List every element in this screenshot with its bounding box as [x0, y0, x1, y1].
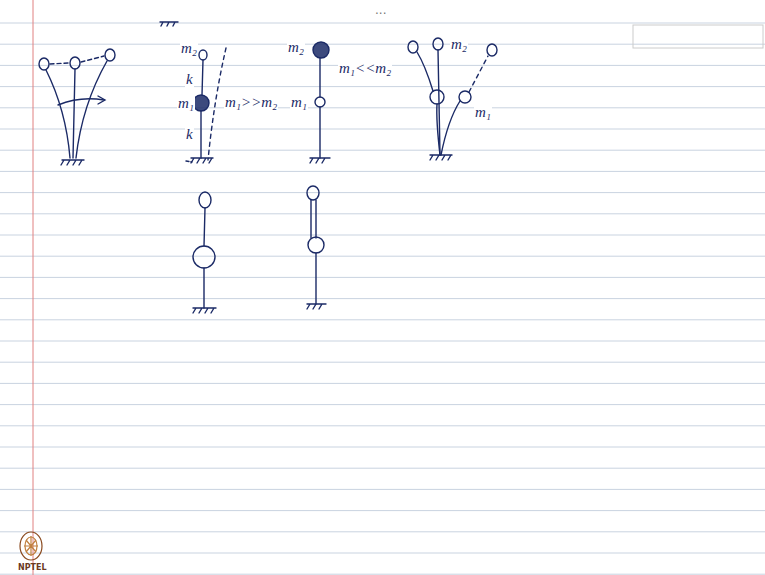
rule-line [0, 277, 765, 278]
mass-ratio-note: m₁<<m₂ [338, 60, 392, 77]
rule-line [0, 531, 765, 532]
ruled-lines [0, 23, 765, 574]
mass-label: m₂ [180, 40, 198, 57]
nptel-emblem [20, 532, 42, 560]
rule-line [0, 150, 765, 151]
rule-line [0, 86, 765, 87]
rule-line [0, 383, 765, 384]
rule-line [0, 256, 765, 257]
rule-line [0, 362, 765, 363]
rule-line [0, 447, 765, 448]
mass-label: m₁ [474, 104, 492, 121]
logo-text: NPTEL [17, 563, 48, 572]
rule-line [0, 404, 765, 405]
lumped-models [193, 186, 326, 313]
rule-line [0, 425, 765, 426]
rule-line [0, 44, 765, 45]
mass-label: m₁ [177, 95, 195, 112]
rule-line [0, 213, 765, 214]
rule-line [0, 489, 765, 490]
two-mass-model-heavy-top [310, 42, 330, 163]
rule-line [0, 171, 765, 172]
rule-line [0, 23, 765, 24]
rule-line [0, 341, 765, 342]
rule-line [0, 107, 765, 108]
two-mass-model-heavy-base [160, 22, 226, 163]
mass-label: m₂ [450, 36, 468, 53]
margin-line [33, 0, 34, 575]
mass-ratio-note: m₁>>m₂ [224, 94, 278, 111]
page-menu-dots: ... [374, 2, 387, 19]
rule-line [0, 235, 765, 236]
spring-label: k [185, 126, 194, 143]
swaying-cantilever [39, 49, 115, 165]
rule-line [0, 510, 765, 511]
rule-line [0, 192, 765, 193]
rule-line [0, 574, 765, 575]
rule-line [0, 468, 765, 469]
mode-shapes [408, 38, 497, 160]
corner-box [633, 25, 763, 48]
rule-line [0, 298, 765, 299]
mass-label: m₂ [287, 39, 305, 56]
rule-line [0, 319, 765, 320]
mass-label: m₁ [290, 94, 308, 111]
rule-line [0, 129, 765, 130]
rule-line [0, 553, 765, 554]
spring-label: k [185, 71, 194, 88]
